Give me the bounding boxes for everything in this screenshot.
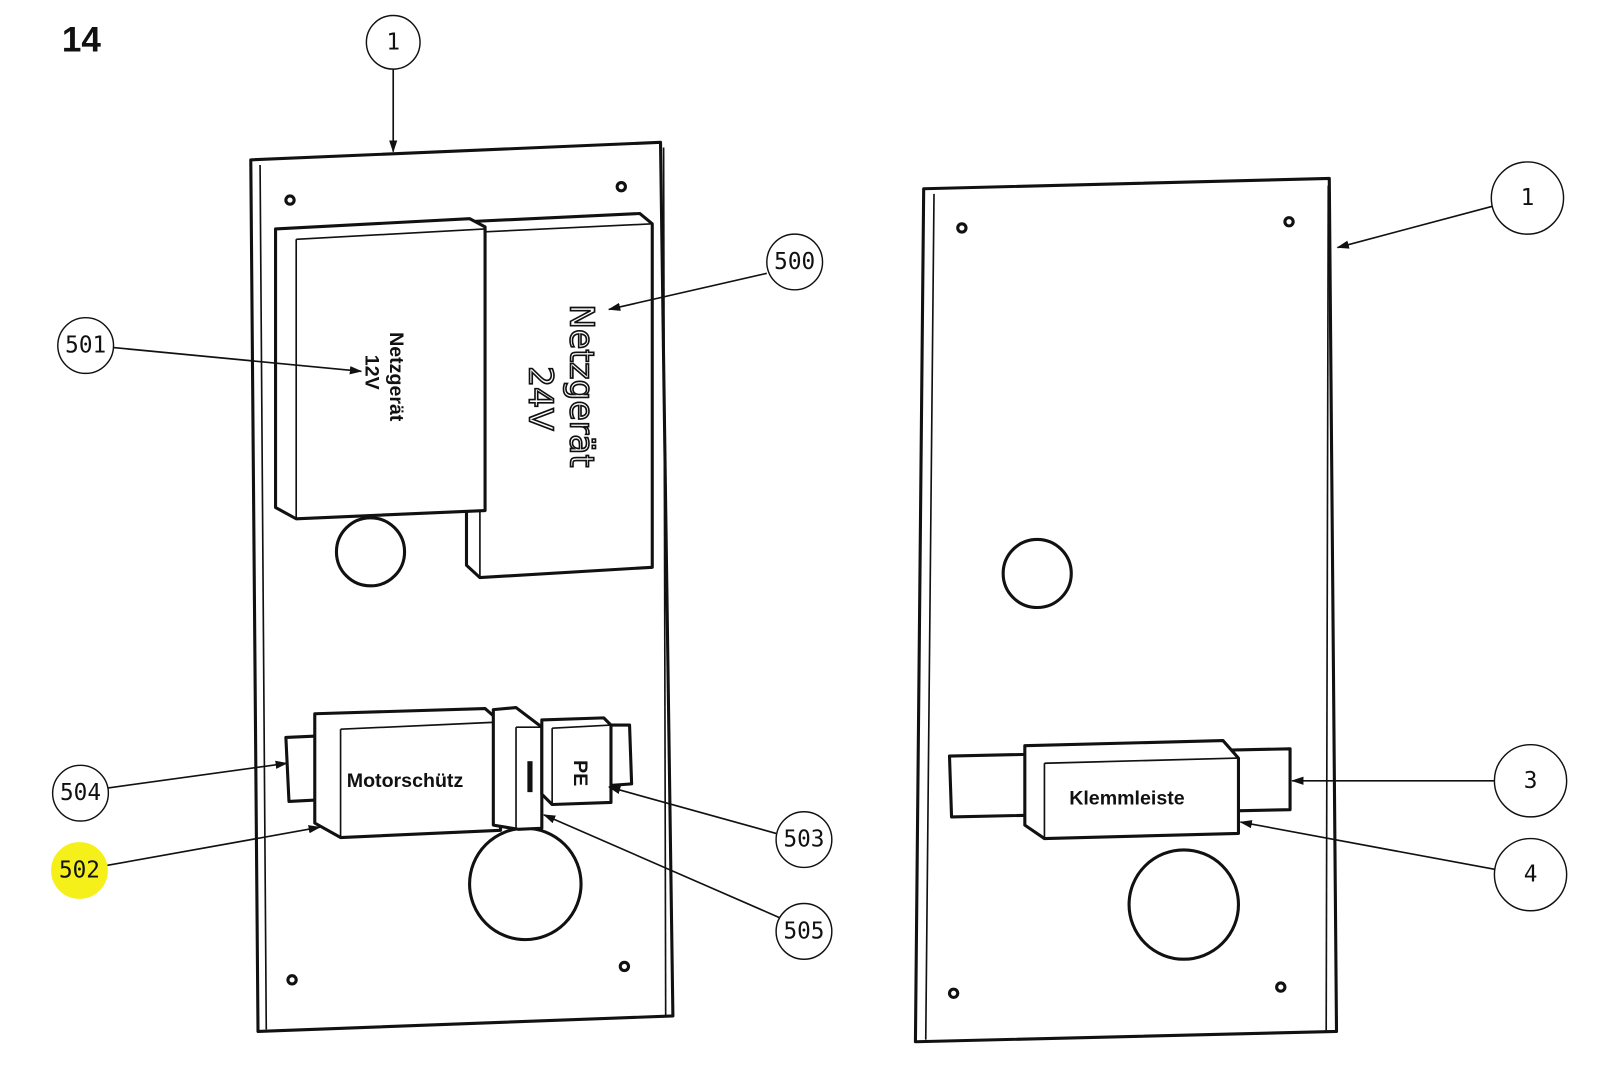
svg-text:504: 504 — [60, 780, 101, 806]
callout-505: 505 — [775, 902, 833, 960]
terminal-strip-label: Klemmleiste — [1069, 788, 1185, 810]
svg-text:1: 1 — [386, 29, 400, 55]
callout-503: 503 — [775, 811, 833, 869]
svg-text:502: 502 — [59, 858, 100, 884]
psu-24v-voltage: 24V — [521, 366, 560, 431]
svg-text:3: 3 — [1524, 768, 1538, 794]
right-mounting-plate — [913, 176, 1339, 1044]
psu-24v-label: Netzgerät — [563, 304, 602, 467]
pe-terminal: PE — [540, 716, 634, 807]
callout-502-highlighted: 502 — [51, 842, 108, 899]
callout-1-right: 1 — [1490, 161, 1565, 235]
svg-text:500: 500 — [774, 249, 815, 275]
svg-text:505: 505 — [783, 918, 824, 944]
psu-24v: Netzgerät 24V — [464, 211, 654, 580]
callout-501: 501 — [57, 316, 115, 375]
right-leaders — [1239, 205, 1496, 871]
psu-12v-label: Netzgerät — [385, 332, 407, 422]
pe-label: PE — [569, 760, 591, 786]
callout-1-left: 1 — [365, 14, 421, 70]
psu-12v-voltage: 12V — [360, 355, 382, 390]
svg-text:501: 501 — [65, 333, 106, 359]
callout-500: 500 — [766, 233, 824, 291]
callout-4: 4 — [1493, 837, 1568, 912]
svg-text:1: 1 — [1521, 185, 1535, 211]
psu-12v: Netzgerät 12V — [274, 217, 487, 521]
svg-text:4: 4 — [1524, 862, 1538, 888]
left-leaders — [107, 68, 781, 919]
svg-text:503: 503 — [783, 827, 824, 853]
terminal-strip: Klemmleiste — [947, 739, 1292, 841]
figure-number: 14 — [62, 21, 102, 60]
callout-3: 3 — [1493, 743, 1568, 818]
contactor-label: Motorschütz — [347, 770, 464, 792]
terminal-505 — [491, 706, 544, 831]
callout-504: 504 — [51, 764, 110, 822]
motor-contactor: Motorschütz — [284, 707, 503, 840]
